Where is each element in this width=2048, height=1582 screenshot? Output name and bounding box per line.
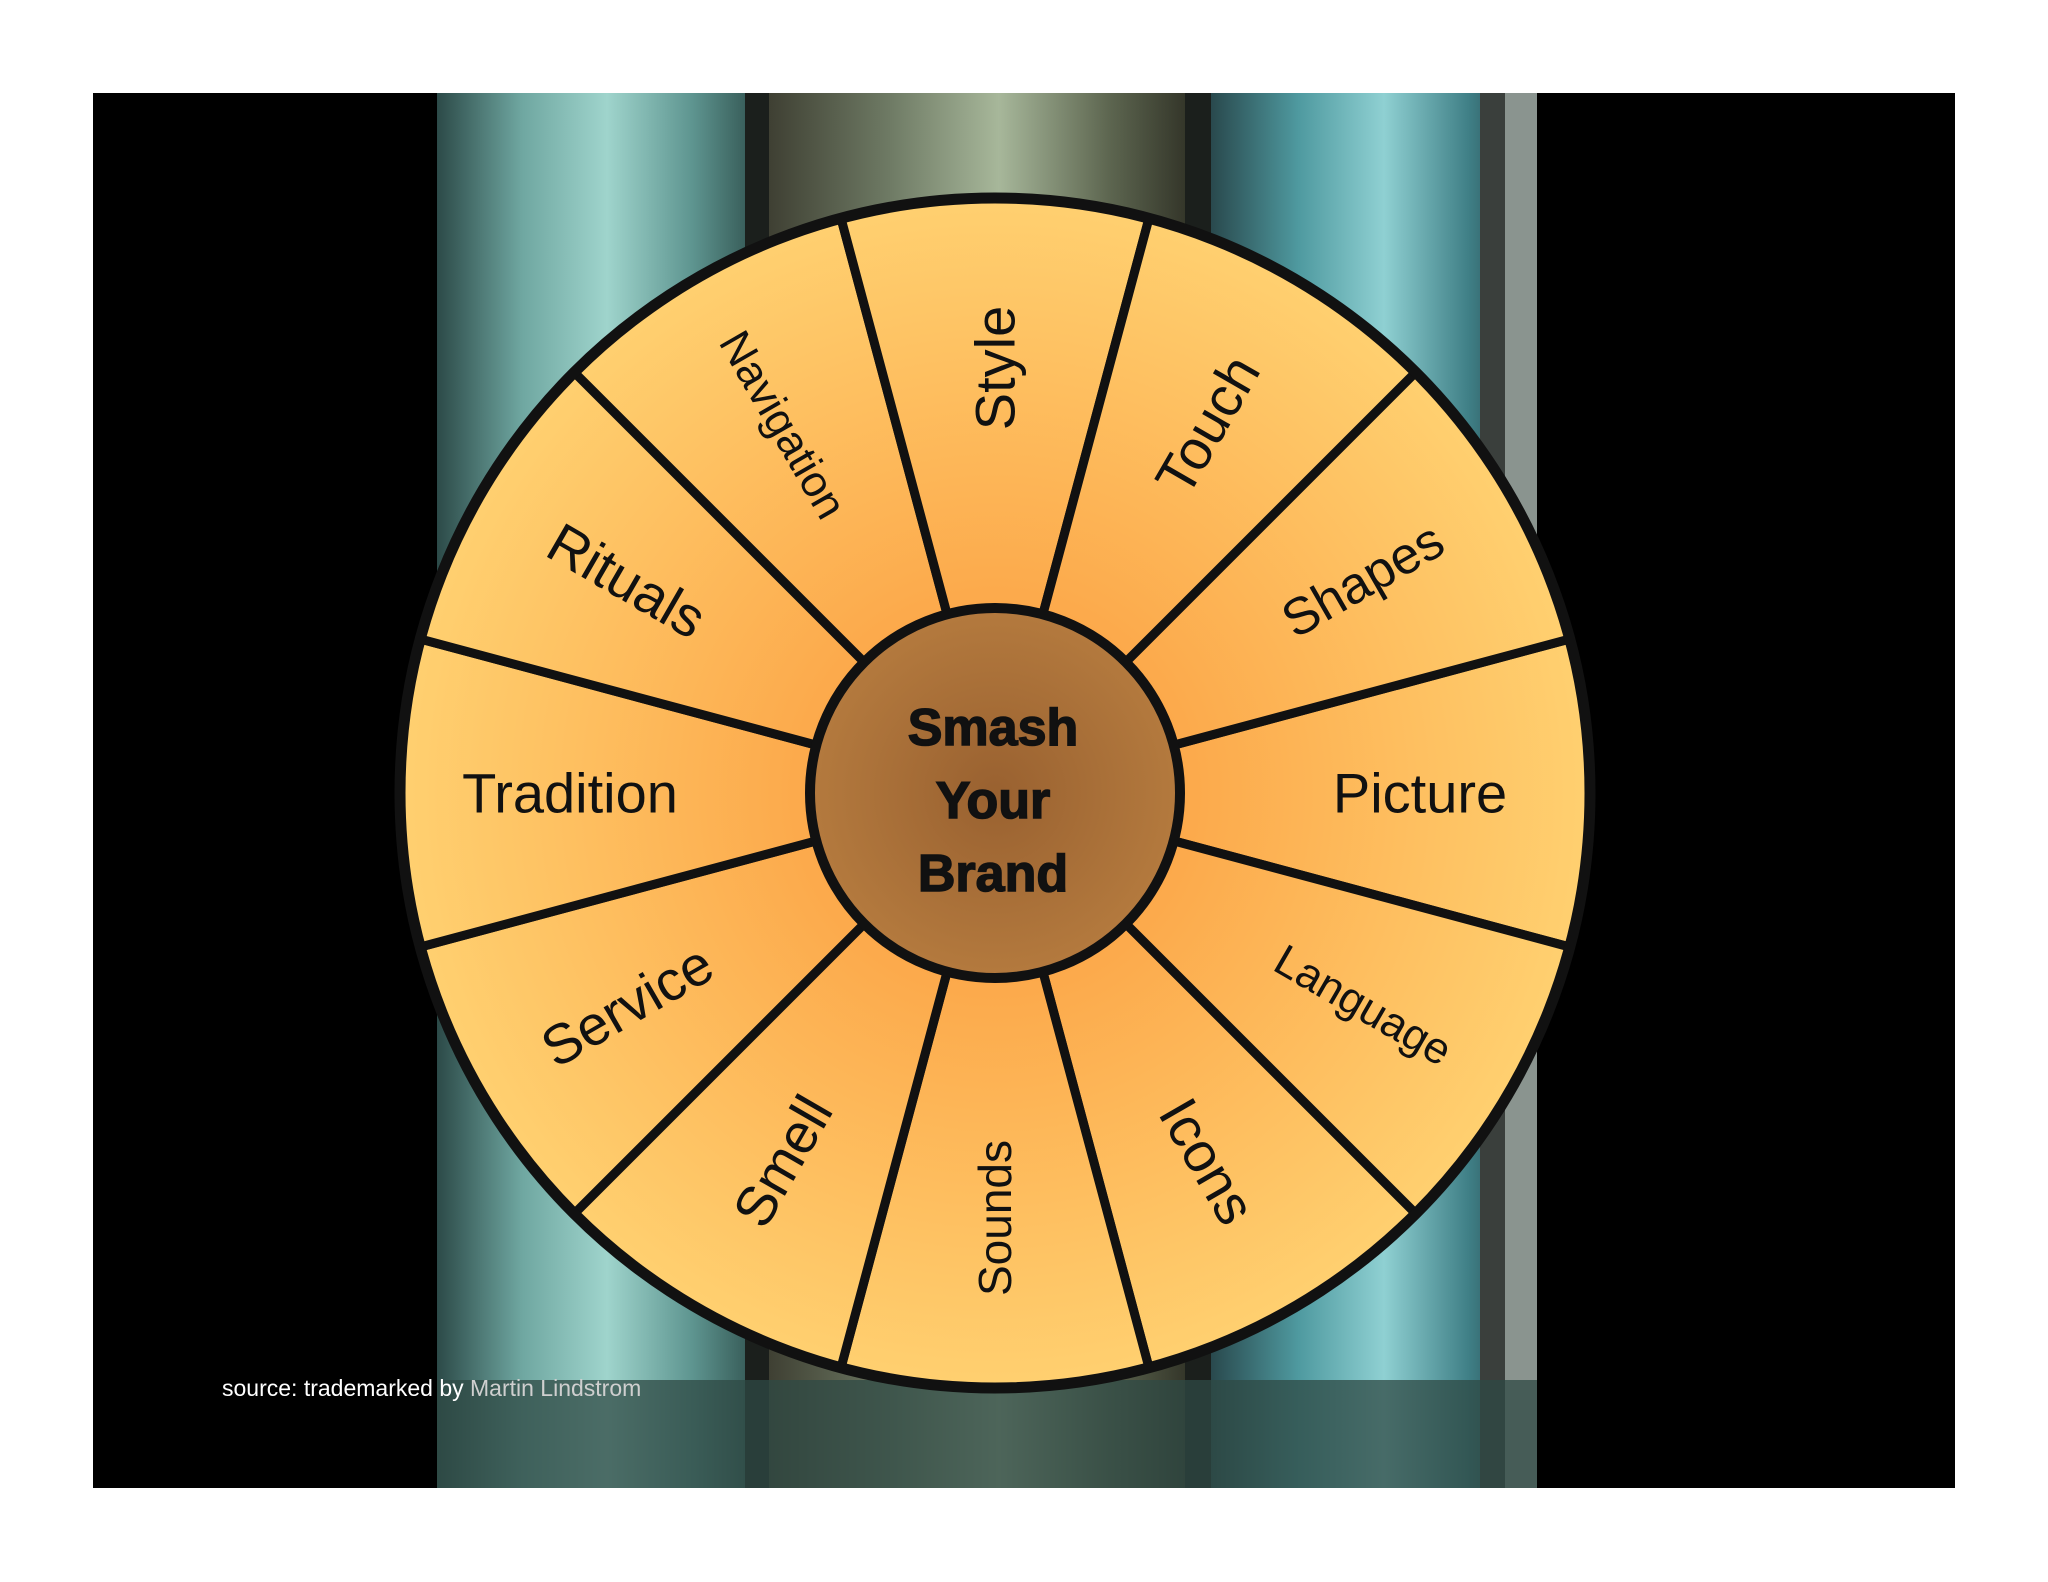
- wheel-label-style: Style: [964, 306, 1027, 431]
- wheel-label-sounds: Sounds: [969, 1140, 1021, 1296]
- source-credit-author: Martin Lindstrom: [470, 1375, 641, 1401]
- source-credit: source: trademarked by Martin Lindstrom: [222, 1375, 641, 1401]
- source-credit-prefix: source: trademarked by: [222, 1375, 470, 1401]
- hub-label-line-3: Brand: [918, 845, 1068, 903]
- wheel-hub: Smash Your Brand: [805, 603, 1185, 983]
- wheel-outer-ring: [394, 192, 1596, 1394]
- wheel-label-picture: Picture: [1333, 762, 1507, 825]
- wheel-label-tradition: Tradition: [462, 762, 678, 825]
- hub-label-line-1: Smash: [908, 699, 1079, 757]
- hub-label-line-2: Your: [936, 772, 1051, 830]
